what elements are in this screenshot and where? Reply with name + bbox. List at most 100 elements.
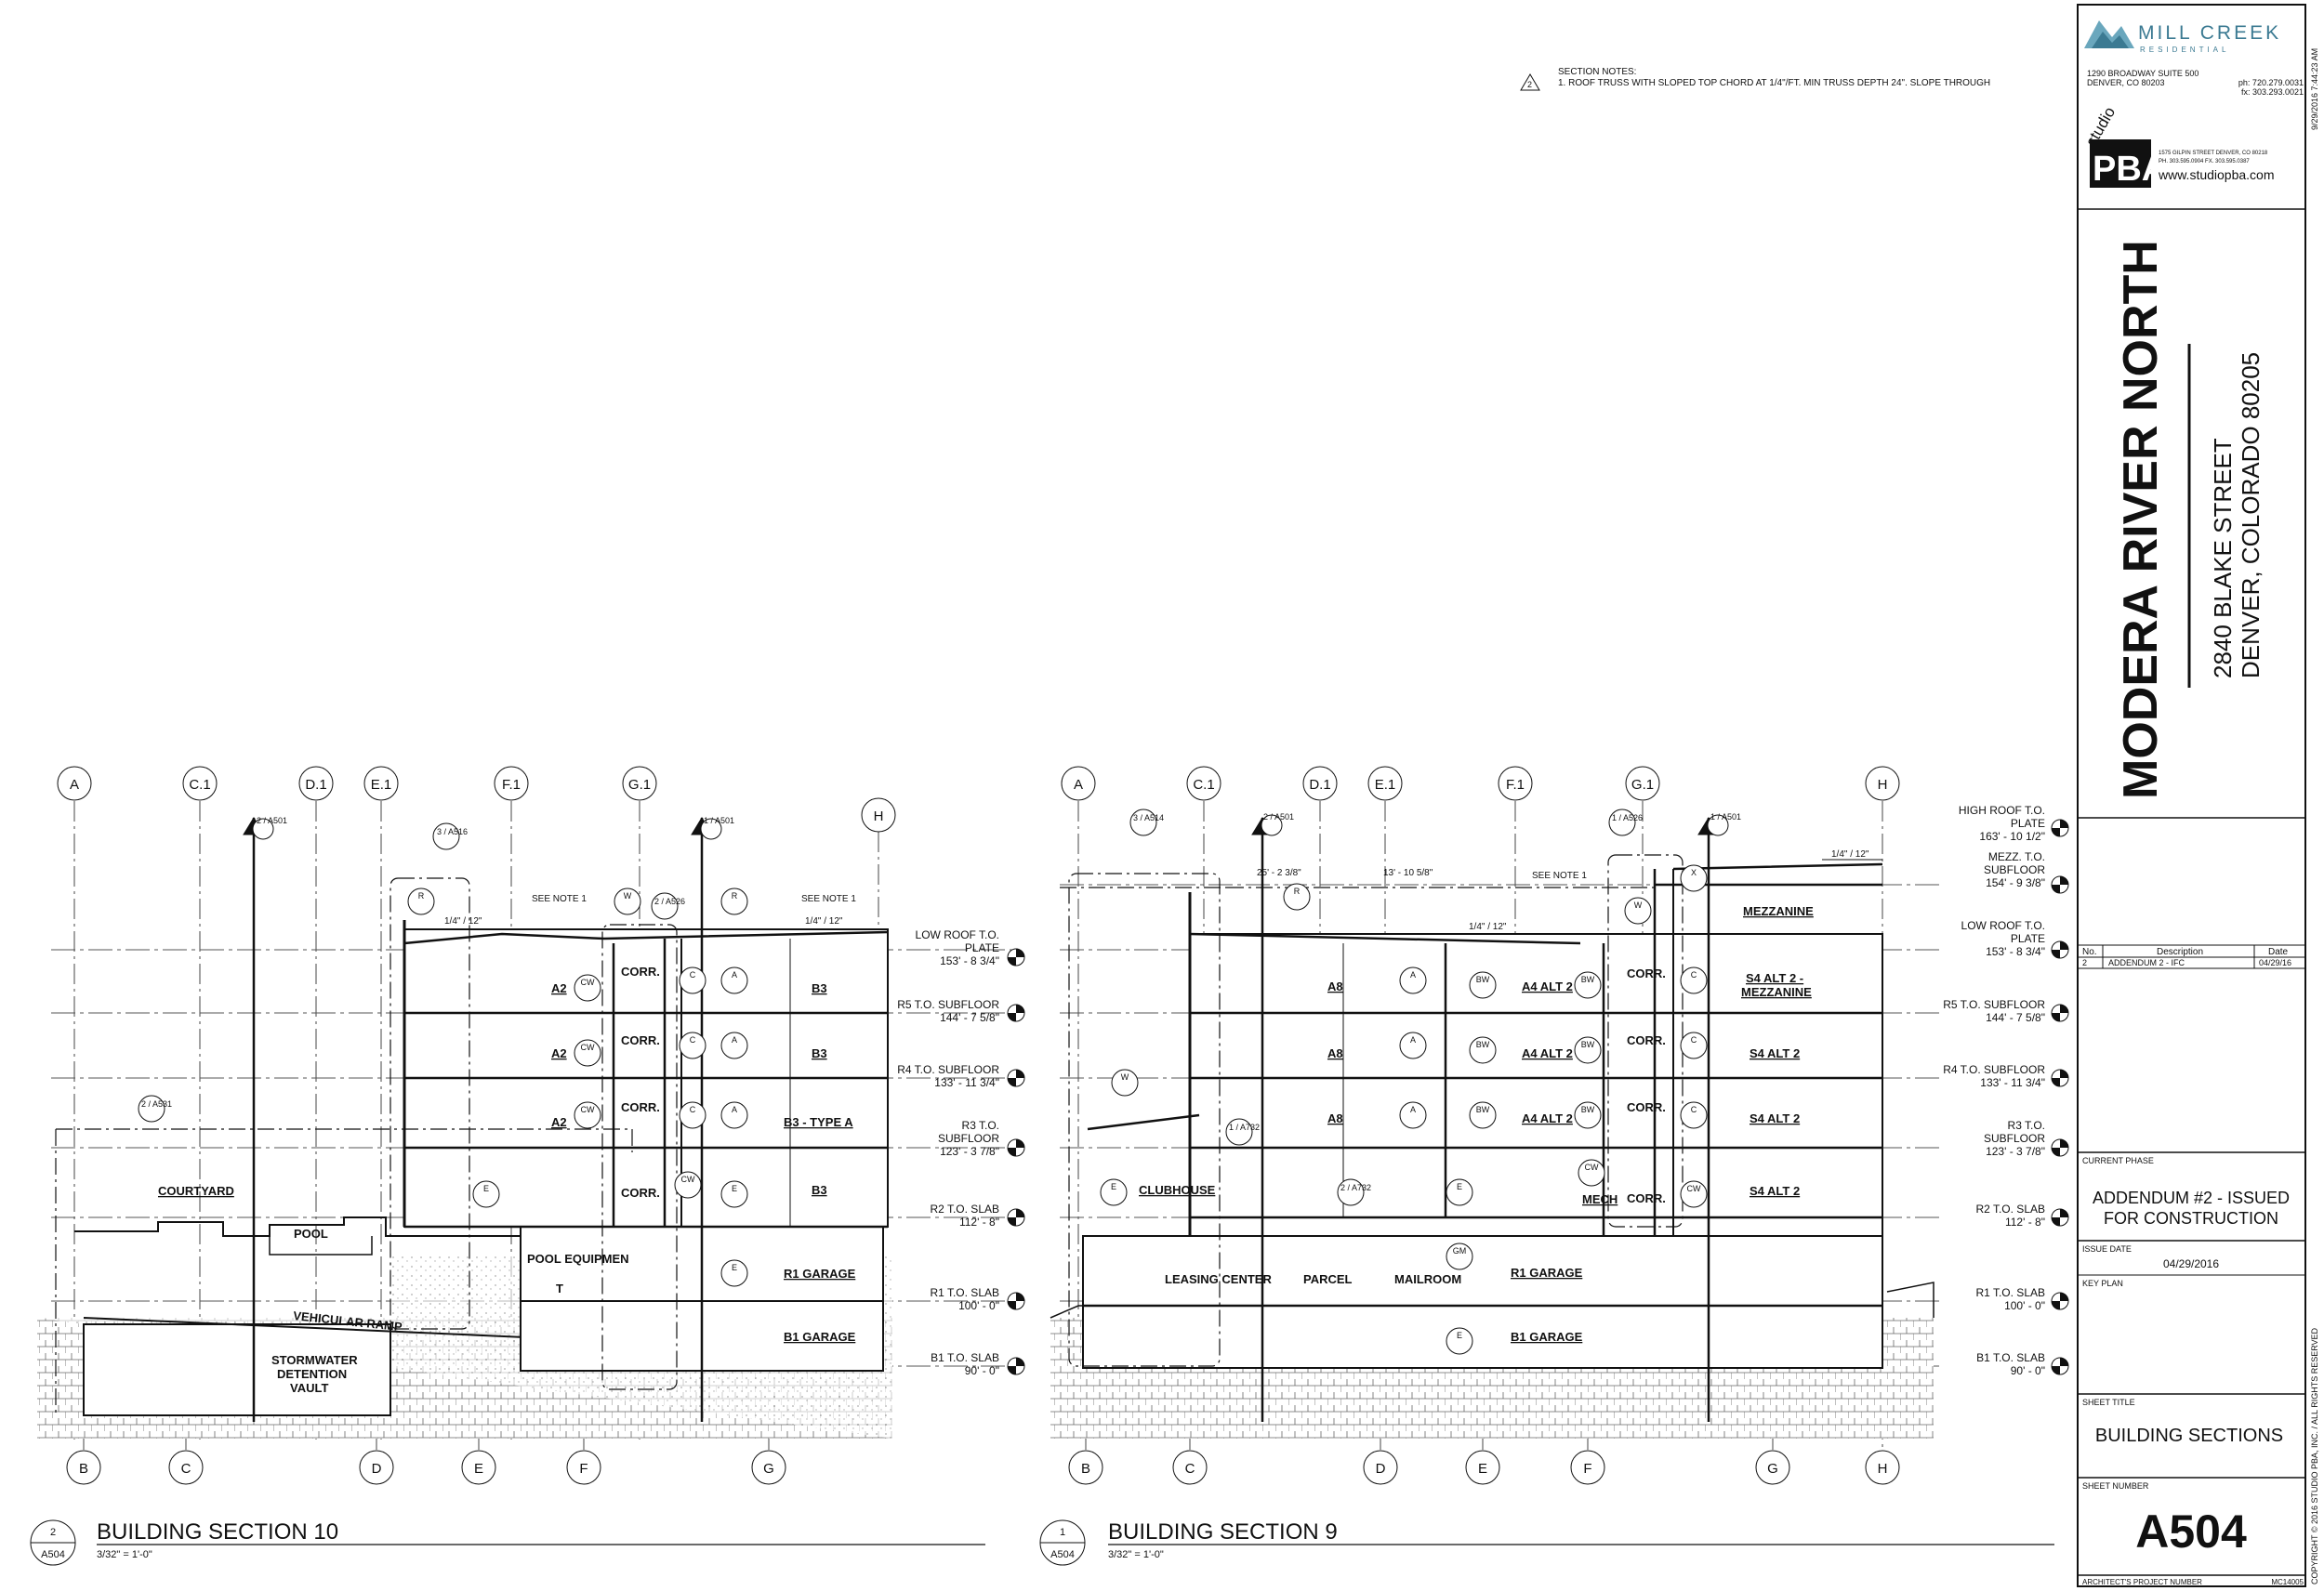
section-callout[interactable]: 2 / A531	[138, 1095, 172, 1123]
section-callout[interactable]: 1 / A526	[1608, 809, 1643, 836]
grid-bubble[interactable]: B	[66, 1450, 101, 1485]
grid-bubble[interactable]: B	[1068, 1450, 1103, 1485]
grid-bubble[interactable]: E	[1465, 1450, 1500, 1485]
grid-bubble[interactable]: D.1	[1302, 766, 1338, 801]
wall-tag[interactable]: CW	[1578, 1159, 1605, 1187]
svg-text:144' - 7 5/8": 144' - 7 5/8"	[940, 1011, 999, 1024]
wall-tag[interactable]: R	[1283, 883, 1311, 911]
section-callout[interactable]: 3 / A516	[432, 822, 468, 850]
grid-bubble[interactable]: H	[861, 797, 896, 833]
grid-bubble[interactable]: D	[1363, 1450, 1398, 1485]
wall-tag[interactable]: A	[1399, 966, 1427, 994]
wall-tag[interactable]: C	[1680, 966, 1708, 994]
wall-tag[interactable]: BW	[1574, 971, 1602, 999]
grid-bubble[interactable]: G.1	[622, 766, 657, 801]
section10-title-block: 2 A504 BUILDING SECTION 10 3/32" = 1'-0"	[30, 1519, 985, 1566]
grid-bubble[interactable]: D.1	[298, 766, 334, 801]
grid-bubble[interactable]: C.1	[182, 766, 218, 801]
section-callout[interactable]: 2 / A501	[1261, 812, 1294, 836]
wall-tag[interactable]: CW	[574, 1039, 601, 1067]
grid-bubble[interactable]: E	[461, 1450, 496, 1485]
wall-tag[interactable]: W	[1111, 1069, 1139, 1097]
grid-bubble[interactable]: C	[168, 1450, 204, 1485]
wall-tag[interactable]: R	[407, 888, 435, 915]
wall-tag[interactable]: CW	[574, 1101, 601, 1129]
wall-tag[interactable]: A	[1399, 1101, 1427, 1129]
wall-tag[interactable]: BW	[1469, 1036, 1497, 1064]
wall-tag[interactable]: A	[720, 966, 748, 994]
wall-tag[interactable]: W	[1624, 897, 1652, 925]
grid-bubble[interactable]: C	[1172, 1450, 1208, 1485]
section-callout[interactable]: 1 / A501	[700, 816, 734, 840]
grid-bubble[interactable]: F	[566, 1450, 601, 1485]
section-callout[interactable]: 2 / A526	[651, 892, 685, 920]
wall-tag[interactable]: E	[1100, 1178, 1128, 1206]
grid-bubble[interactable]: A	[57, 766, 92, 801]
grid-bubble[interactable]: G	[1755, 1450, 1790, 1485]
wall-tag[interactable]: E	[1446, 1327, 1473, 1355]
wall-tag[interactable]: CW	[574, 974, 601, 1002]
wall-tag[interactable]: BW	[1574, 1101, 1602, 1129]
wall-tag[interactable]: GM	[1446, 1243, 1473, 1270]
wall-tag[interactable]: A	[720, 1101, 748, 1129]
wall-tag[interactable]: X	[1680, 864, 1708, 892]
grid-bubble[interactable]: E.1	[363, 766, 399, 801]
wall-tag[interactable]: E	[472, 1180, 500, 1208]
grid-bubble[interactable]: F	[1570, 1450, 1605, 1485]
svg-text:123' - 3 7/8": 123' - 3 7/8"	[1986, 1145, 2045, 1158]
wall-tag[interactable]: C	[1680, 1032, 1708, 1059]
section9-sheet-ref: A504	[1050, 1549, 1075, 1560]
wall-tag[interactable]: E	[720, 1180, 748, 1208]
wall-tag[interactable]: CW	[674, 1171, 702, 1199]
grid-bubble[interactable]: C.1	[1186, 766, 1221, 801]
wall-tag[interactable]: CW	[1680, 1180, 1708, 1208]
section9-dims: 25' - 2 3/8" 13' - 10 5/8" 1/4" / 12" 1/…	[1257, 849, 1869, 932]
wall-tag[interactable]: R	[720, 888, 748, 915]
wall-tag[interactable]: E	[720, 1259, 748, 1287]
wall-tag[interactable]: C	[679, 1032, 706, 1059]
wall-tag[interactable]: BW	[1574, 1036, 1602, 1064]
grid-bubble[interactable]: F.1	[494, 766, 529, 801]
grid-bubble[interactable]: A	[1061, 766, 1096, 801]
section-callout[interactable]: 1 / A501	[1707, 812, 1741, 836]
wall-tag[interactable]: A	[720, 1032, 748, 1059]
grid-bubble[interactable]: H	[1865, 1450, 1900, 1485]
svg-text:BW: BW	[1476, 975, 1490, 984]
wall-tag[interactable]: E	[1446, 1178, 1473, 1206]
section10-number: 2	[50, 1527, 56, 1538]
grid-bubble[interactable]: E.1	[1367, 766, 1403, 801]
wall-tag[interactable]: BW	[1469, 1101, 1497, 1129]
grid-bubble[interactable]: D	[359, 1450, 394, 1485]
grid-bubble[interactable]: H	[1865, 766, 1900, 801]
grid-bubble[interactable]: G.1	[1625, 766, 1660, 801]
wall-tag[interactable]: W	[614, 888, 641, 915]
section-callout[interactable]: 3 / A514	[1129, 809, 1164, 836]
section-callout[interactable]: 2 / A732	[1337, 1178, 1371, 1206]
grid-bubble[interactable]: G	[751, 1450, 786, 1485]
wall-tag[interactable]: C	[1680, 1101, 1708, 1129]
section-callout[interactable]: 2 / A501	[252, 816, 287, 840]
wall-tag[interactable]: BW	[1469, 971, 1497, 999]
wall-tag[interactable]: C	[679, 1101, 706, 1129]
svg-text:X: X	[1691, 868, 1697, 877]
section-callout[interactable]: 1 / A732	[1225, 1118, 1260, 1146]
wall-tag[interactable]: C	[679, 966, 706, 994]
grid-bubble[interactable]: F.1	[1498, 766, 1533, 801]
wall-tag[interactable]: A	[1399, 1032, 1427, 1059]
